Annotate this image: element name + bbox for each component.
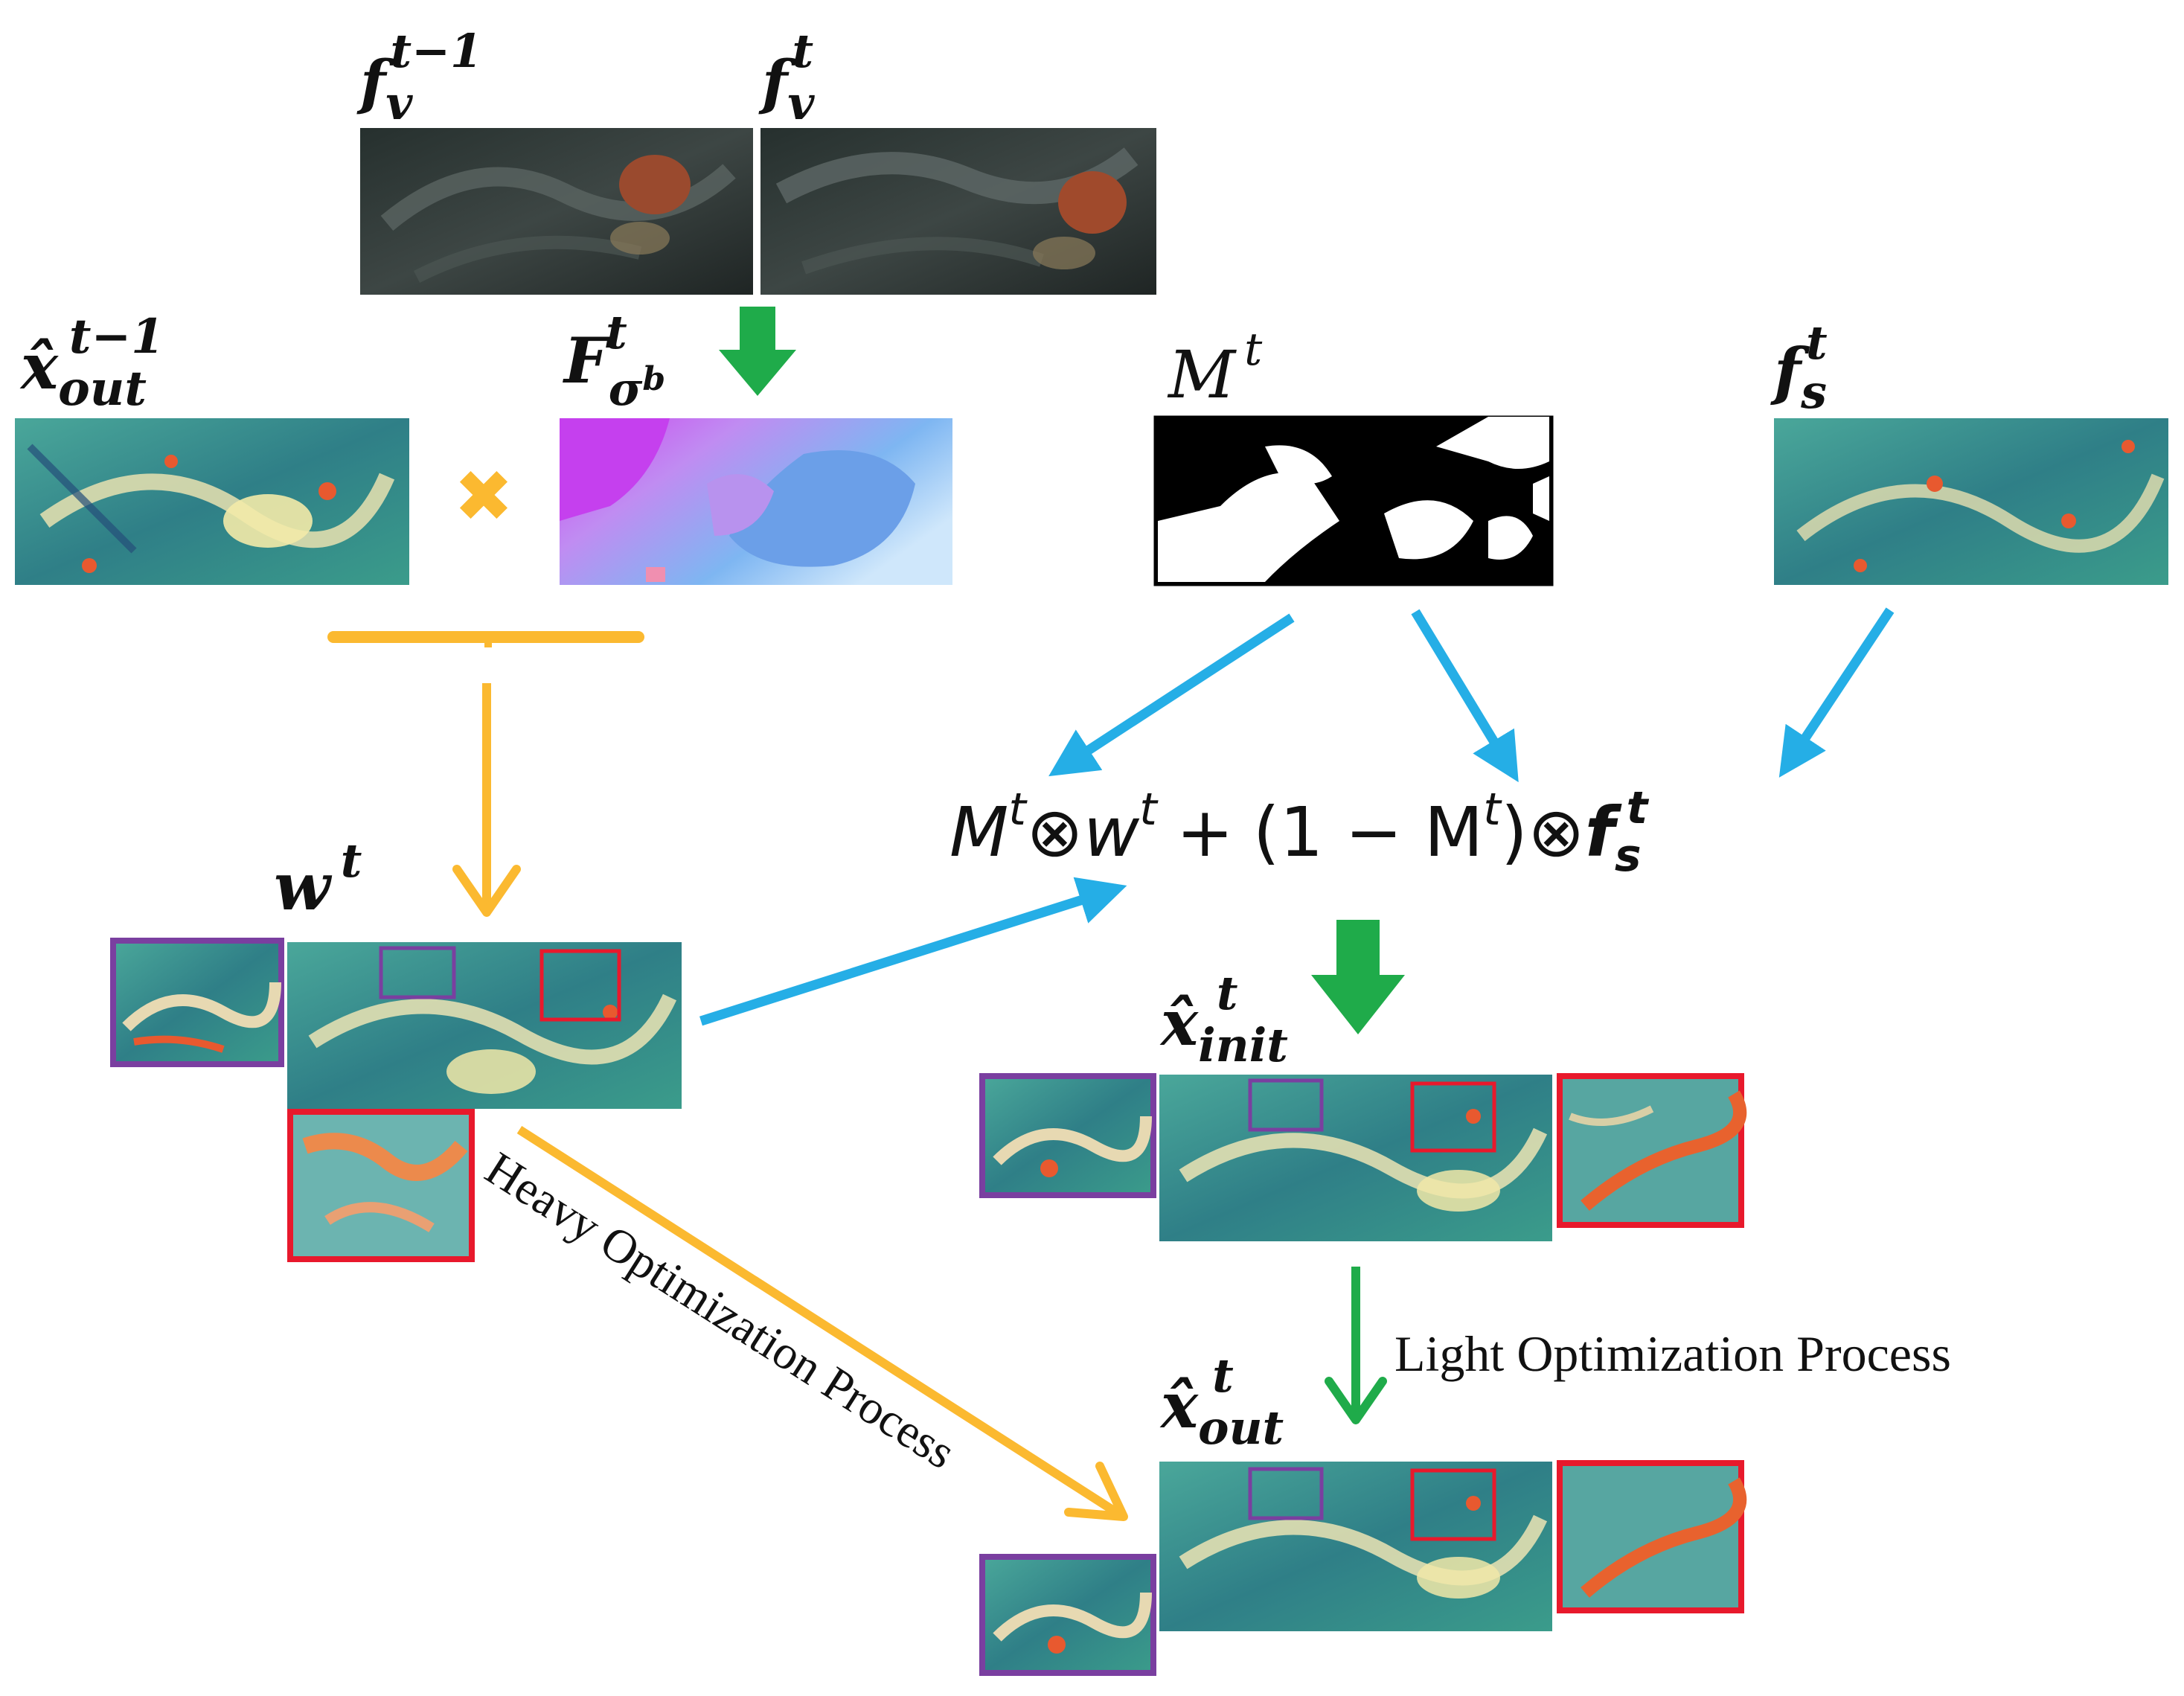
blue-arrow-mask-right xyxy=(1411,609,1519,783)
multiply-operator: ✖ xyxy=(454,455,513,538)
warped-purple-zoom xyxy=(110,938,284,1067)
occlusion-mask xyxy=(1153,415,1554,586)
green-arrow-flow xyxy=(719,307,796,396)
label-fs: fst xyxy=(1770,316,1828,419)
optical-flow-map xyxy=(560,418,952,585)
initial-output xyxy=(1159,1075,1552,1241)
out-purple-region-box xyxy=(1248,1467,1324,1520)
warped-red-zoom xyxy=(287,1109,475,1262)
init-purple-region-box xyxy=(1248,1078,1324,1132)
blue-arrow-fs xyxy=(1778,607,1895,778)
label-x-out-prev: x̂outt−1 xyxy=(19,309,164,417)
video-frame-prev xyxy=(360,128,753,295)
warped-red-region-box xyxy=(539,949,621,1022)
stylized-output-prev xyxy=(15,418,409,585)
fusion-formula: Mt⊗wt+(1 − Mt)⊗fst xyxy=(950,782,1650,882)
out-purple-zoom xyxy=(979,1554,1156,1676)
warped-frame xyxy=(287,942,682,1109)
init-purple-zoom xyxy=(979,1073,1156,1198)
init-red-zoom xyxy=(1557,1073,1747,1228)
warped-purple-region-box xyxy=(379,946,456,999)
out-red-zoom xyxy=(1557,1460,1747,1613)
video-frame-current xyxy=(760,128,1156,295)
heavy-optimization-caption: Heavy Optimization Process xyxy=(476,1142,964,1479)
light-optimization-caption: Light Optimization Process xyxy=(1394,1325,1951,1382)
final-output xyxy=(1159,1462,1552,1631)
stylized-frame xyxy=(1774,418,2168,585)
label-x-out: x̂outt xyxy=(1159,1348,1284,1455)
green-arrow-init xyxy=(1311,920,1405,1034)
label-fv-prev: fvt−1 xyxy=(356,24,482,130)
out-red-region-box xyxy=(1410,1468,1496,1541)
label-fv-current: fvt xyxy=(758,24,815,130)
blue-arrow-warp xyxy=(699,877,1127,1026)
light-optimization-arrow xyxy=(1325,1267,1387,1424)
orange-arrow-warp xyxy=(452,683,521,917)
label-flow: Fσbt xyxy=(563,305,665,416)
label-x-init: x̂initt xyxy=(1159,966,1288,1072)
init-red-region-box xyxy=(1410,1081,1496,1153)
heavy-optimization-arrow xyxy=(516,1125,1128,1521)
blue-arrow-mask-left xyxy=(1048,613,1295,777)
